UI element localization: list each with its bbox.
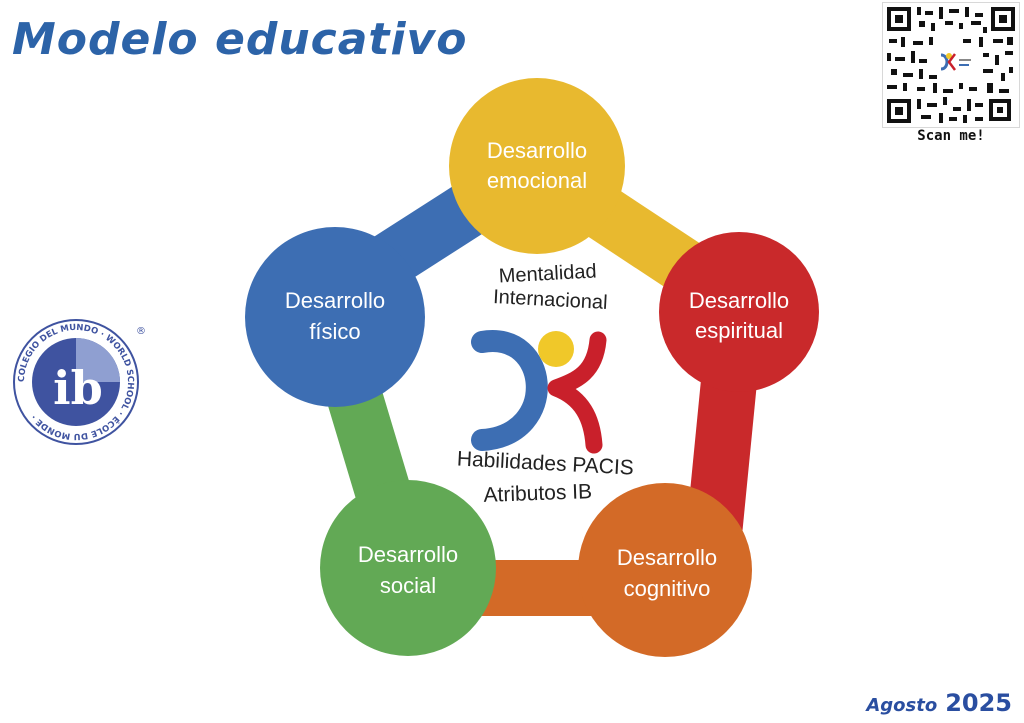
footer-year: 2025 bbox=[945, 689, 1012, 717]
center-logo bbox=[471, 330, 607, 454]
node-social-line2: social bbox=[380, 573, 436, 598]
node-social: Desarrollo social bbox=[320, 480, 496, 656]
node-cognitivo: Desarrollo cognitivo bbox=[578, 483, 752, 657]
qr-code[interactable] bbox=[882, 2, 1020, 128]
page-title: Modelo educativo bbox=[12, 14, 468, 65]
center-bottom-line2: Atributos IB bbox=[483, 480, 592, 507]
footer-date: Agosto 2025 bbox=[866, 689, 1012, 717]
ib-letters: ib bbox=[53, 361, 103, 415]
center-top-line1: Mentalidad bbox=[498, 260, 597, 287]
node-fisico: Desarrollo físico bbox=[245, 227, 425, 407]
qr-code-icon bbox=[887, 7, 1015, 123]
registered-mark: ® bbox=[136, 326, 146, 337]
node-cognitivo-line2: cognitivo bbox=[624, 576, 711, 601]
center-bottom-line1: Habilidades PACIS bbox=[456, 447, 634, 479]
node-espiritual-line1: Desarrollo bbox=[689, 288, 789, 313]
qr-caption: Scan me! bbox=[917, 128, 985, 144]
node-espiritual-line2: espiritual bbox=[695, 318, 783, 343]
node-social-line1: Desarrollo bbox=[358, 542, 458, 567]
node-emocional: Desarrollo emocional bbox=[449, 78, 625, 254]
node-emocional-line1: Desarrollo bbox=[487, 138, 587, 163]
ib-world-school-logo: COLEGIO DEL MUNDO · WORLD SCHOOL · ÉCOLE… bbox=[13, 319, 146, 445]
node-fisico-line2: físico bbox=[309, 319, 360, 344]
center-top-line2: Internacional bbox=[493, 286, 609, 314]
node-fisico-line1: Desarrollo bbox=[285, 288, 385, 313]
footer-month: Agosto bbox=[866, 695, 938, 716]
node-espiritual: Desarrollo espiritual bbox=[659, 232, 819, 392]
node-emocional-line2: emocional bbox=[487, 168, 587, 193]
node-cognitivo-line1: Desarrollo bbox=[617, 545, 717, 570]
